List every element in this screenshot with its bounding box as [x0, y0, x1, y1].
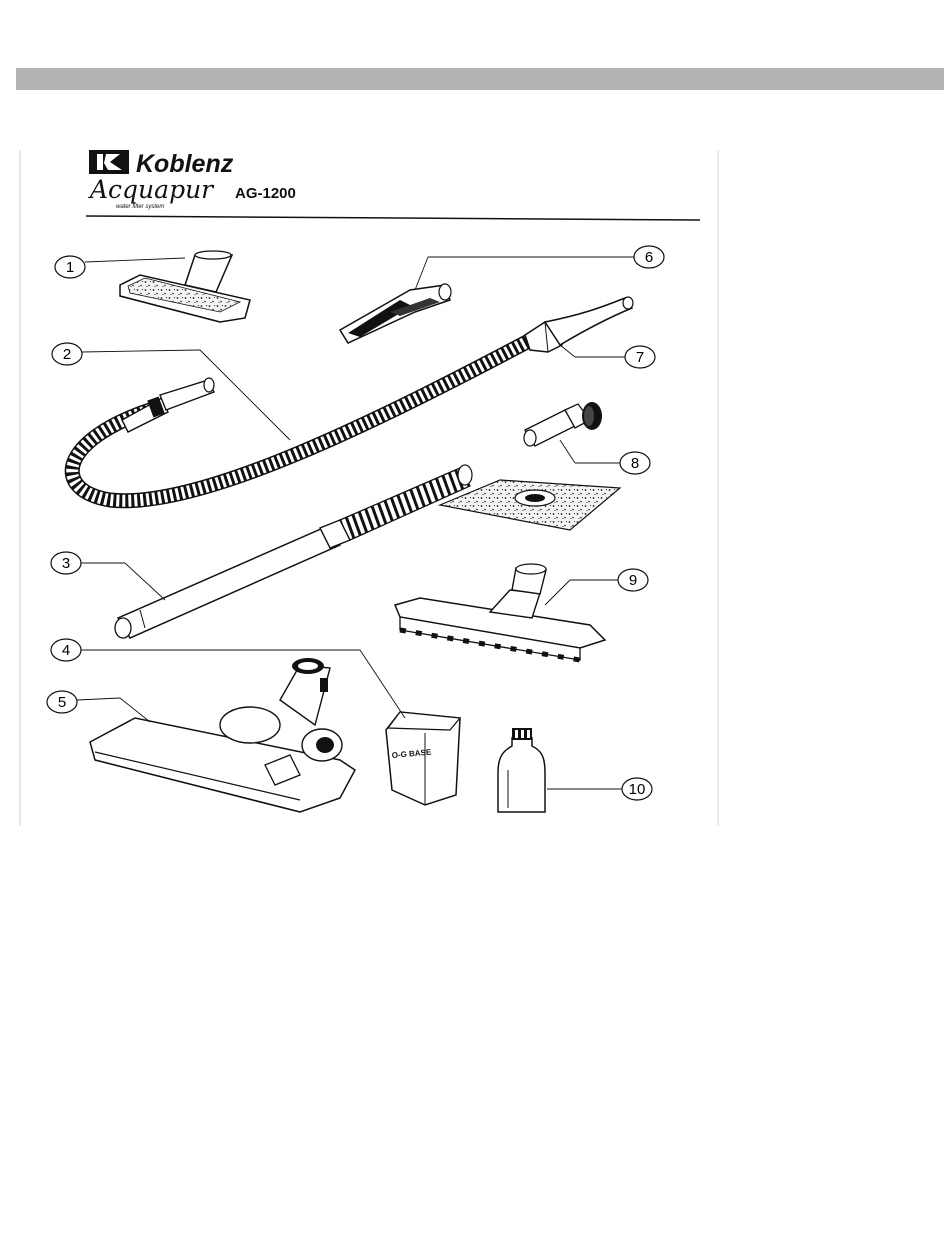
- callout-label-3: 3: [62, 555, 70, 572]
- part-8-dusting-brush: [524, 402, 602, 446]
- product-script-name: Acquapur: [88, 175, 215, 204]
- part-10-bottle: [498, 728, 545, 812]
- part-5-turbo-floor-head: [90, 658, 355, 812]
- part-1-floor-nozzle: [120, 251, 250, 322]
- callout-label-4: 4: [62, 642, 70, 659]
- part-9-wide-nozzle: [395, 564, 605, 660]
- part-6-crevice-tool: [340, 284, 451, 343]
- callout-label-7: 7: [636, 349, 644, 366]
- callout-label-8: 8: [631, 455, 639, 472]
- product-tagline: water filter system: [116, 204, 164, 210]
- brand-name: Koblenz: [136, 150, 234, 178]
- part-7-handle: [525, 297, 633, 352]
- part-4-cup: O-G BASE: [386, 712, 460, 805]
- callout-label-5: 5: [58, 694, 66, 711]
- koblenz-logo: Koblenz: [89, 150, 234, 178]
- callout-label-6: 6: [645, 249, 653, 266]
- callout-label-10: 10: [629, 781, 646, 798]
- callout-label-2: 2: [63, 346, 71, 363]
- callout-label-1: 1: [66, 259, 74, 276]
- header-rule: [86, 216, 700, 220]
- model-number: AG-1200: [235, 185, 296, 202]
- callout-label-9: 9: [629, 572, 637, 589]
